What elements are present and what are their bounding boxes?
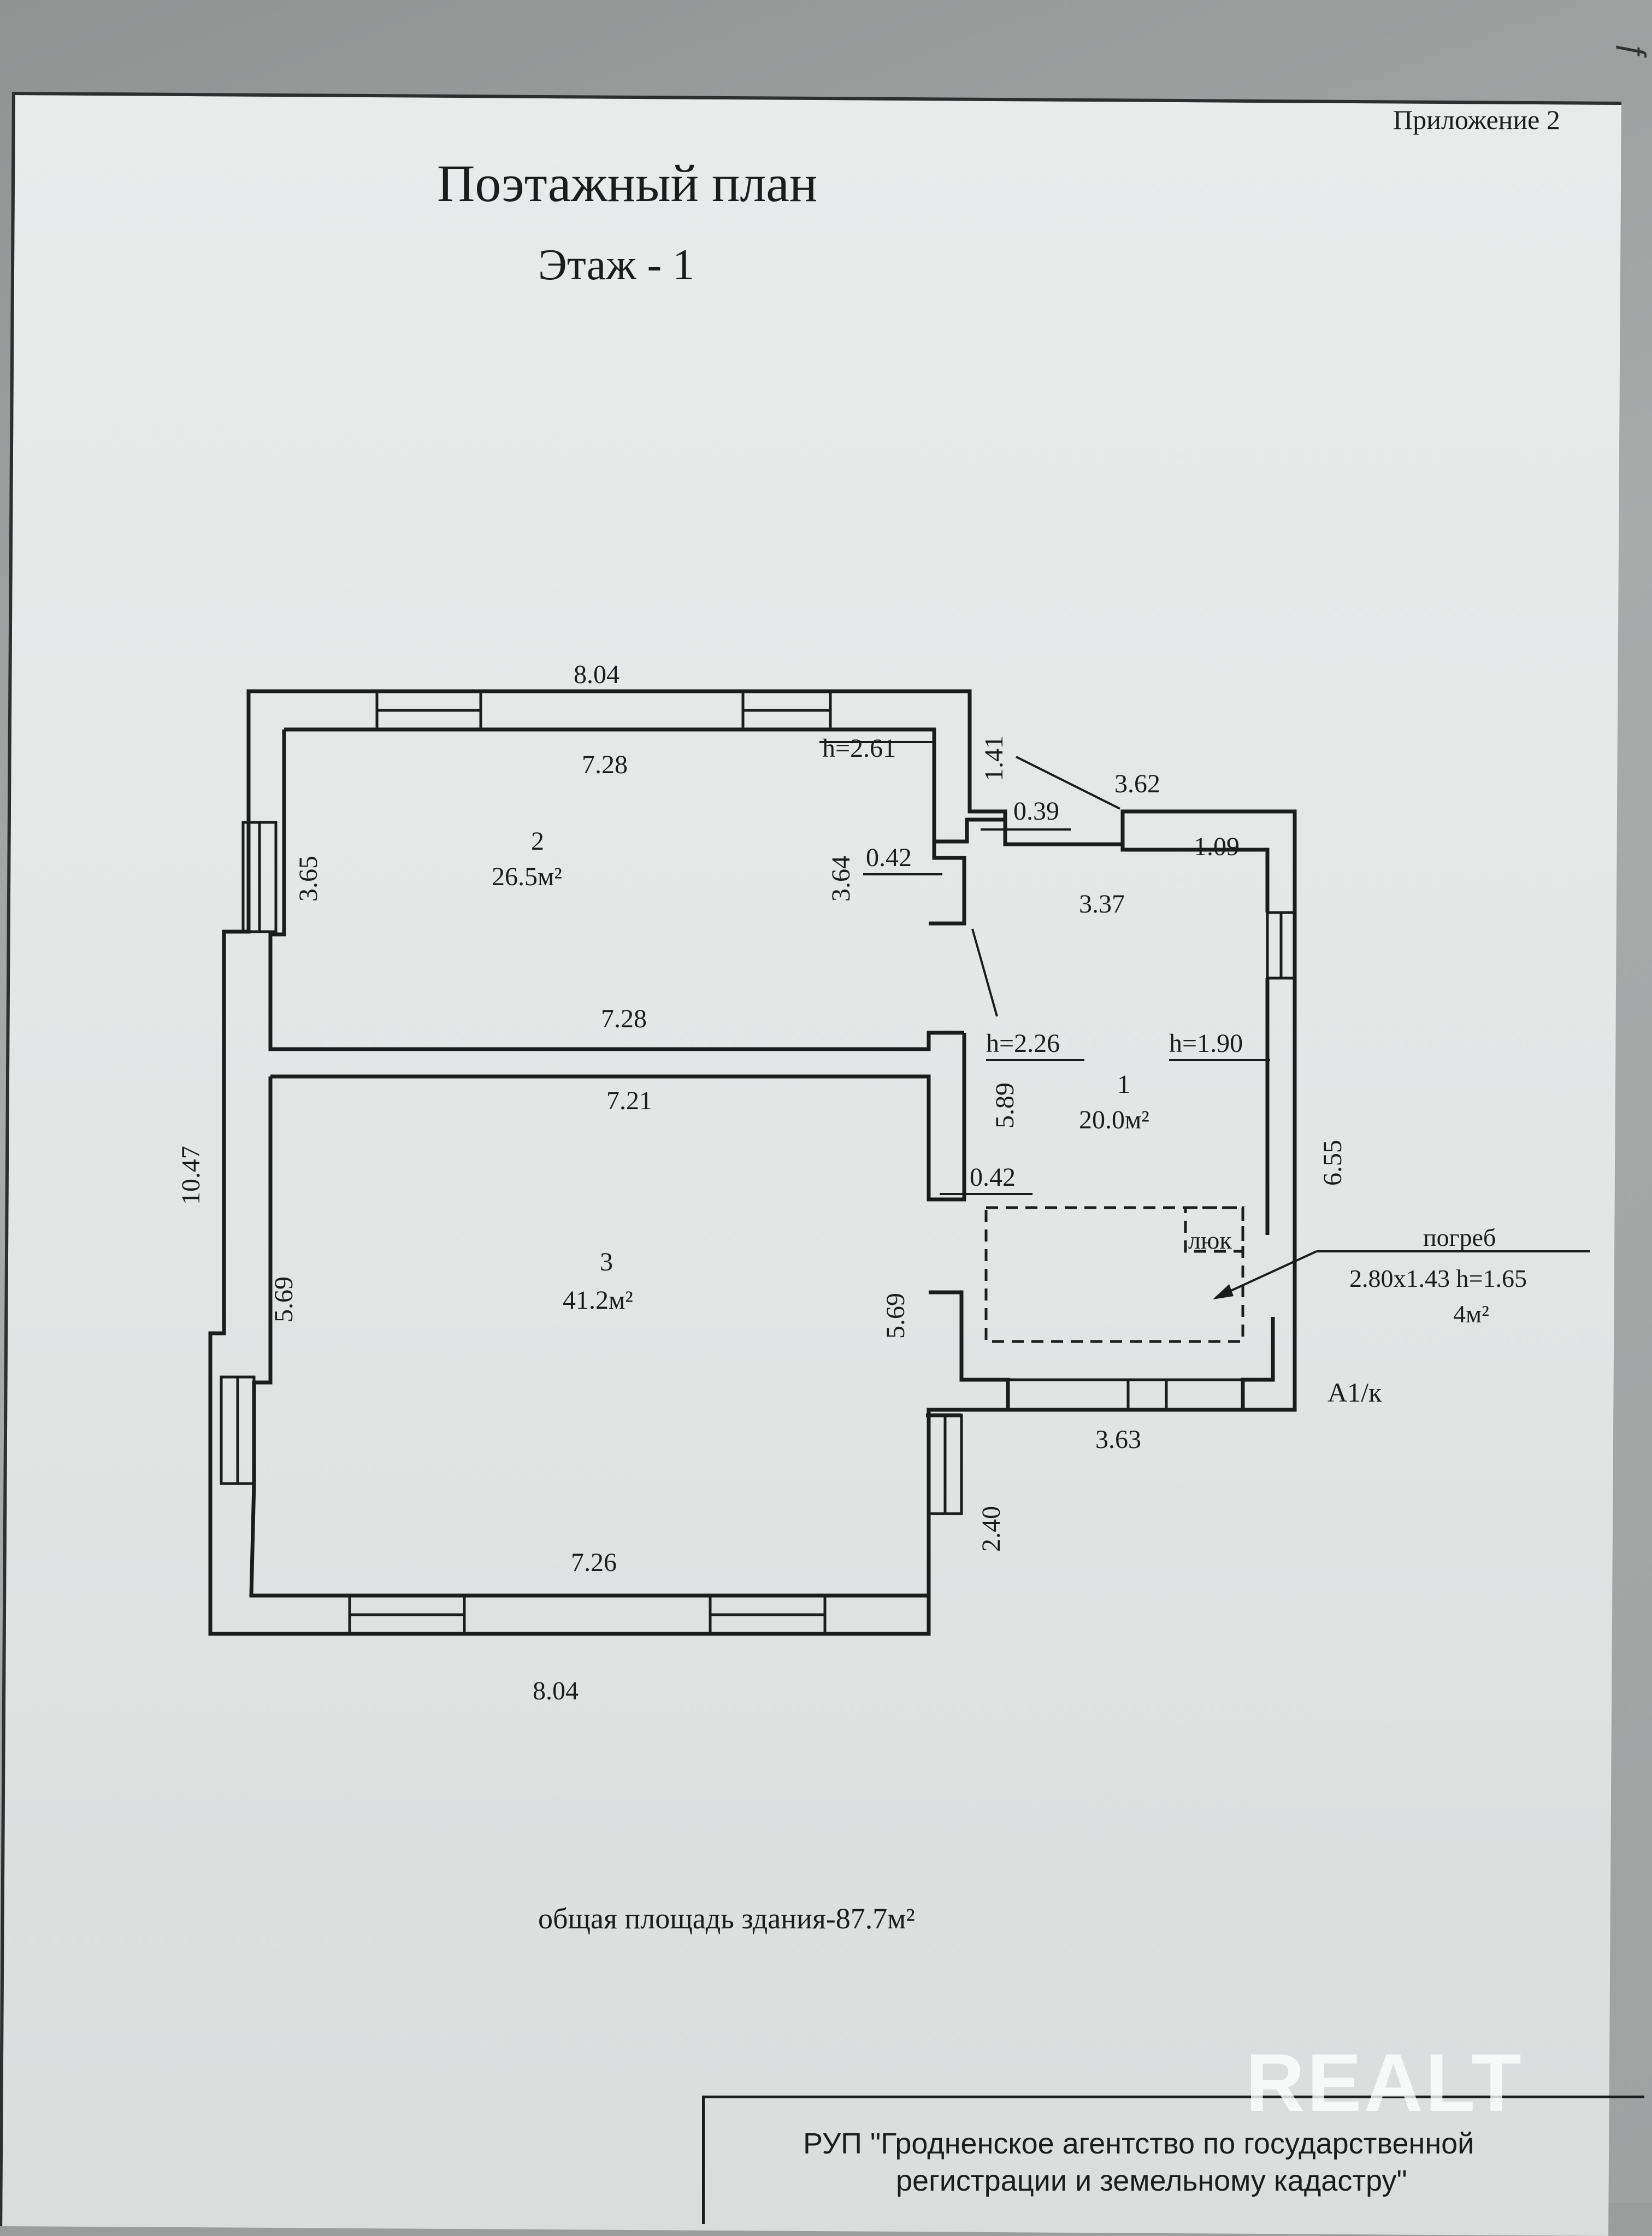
hatch-label: люк xyxy=(1188,1226,1232,1254)
cellar-size: 2.80x1.43 h=1.65 xyxy=(1349,1264,1527,1292)
windows xyxy=(220,690,1296,1635)
dim-room1-inner-top: 1.09 xyxy=(1194,832,1240,861)
dim-room3-top: 7.21 xyxy=(606,1086,652,1115)
hatch-outline xyxy=(1184,1206,1244,1253)
cellar-outline xyxy=(984,1206,1244,1343)
dim-room2-left: 3.65 xyxy=(294,856,323,902)
room1-number: 1 xyxy=(1117,1070,1130,1099)
realt-watermark-logo: REALT xyxy=(1246,2037,1524,2128)
dim-outer-top: 8.04 xyxy=(574,660,620,689)
organization-line-1: РУП "Гродненское агентство по государств… xyxy=(803,2127,1474,2160)
total-area: общая площадь здания-87.7м² xyxy=(538,1902,915,1935)
room1-inner-wall xyxy=(1120,844,1275,1410)
dim-room3-right: 5.69 xyxy=(881,1293,910,1339)
room-labels: 2 26.5м² 1 20.0м² 3 41.2м² xyxy=(492,827,1149,1315)
room3-number: 3 xyxy=(600,1248,613,1276)
appendix-label: Приложение 2 xyxy=(1393,104,1560,135)
dim-room1-right: 6.55 xyxy=(1318,1140,1347,1186)
window xyxy=(1006,1378,1244,1411)
dim-room1-top: 3.62 xyxy=(1114,769,1160,798)
dim-room2-right: 3.64 xyxy=(827,856,856,902)
leader-lines xyxy=(819,741,1590,1299)
room2-number: 2 xyxy=(531,827,544,856)
room3-inner-wall xyxy=(249,1033,1010,1598)
cellar-labels: люк погреб 2.80x1.43 h=1.65 4м² А1/к xyxy=(1188,1223,1527,1408)
dim-room2-bottom: 7.28 xyxy=(601,1004,647,1033)
dim-step-1-41: 1.41 xyxy=(980,735,1008,781)
dim-room1-height: h=1.90 xyxy=(1169,1029,1243,1058)
dim-room1-mid: 3.37 xyxy=(1079,890,1125,919)
floor-label: Этаж - 1 xyxy=(538,241,695,289)
dim-step-0-39: 0.39 xyxy=(1013,797,1059,826)
cellar-area: 4м² xyxy=(1453,1300,1489,1328)
cellar-label: погреб xyxy=(1423,1223,1496,1251)
document-title: Поэтажный план xyxy=(437,154,818,213)
dim-room2-height: h=2.61 xyxy=(822,734,896,763)
organization-line-2: регистрации и земельному кадастру" xyxy=(896,2164,1407,2197)
organization-stamp-frame xyxy=(702,2096,1644,2224)
window xyxy=(1126,1378,1168,1411)
room2-area: 26.5м² xyxy=(492,862,562,891)
room2-inner-wall xyxy=(268,727,1005,1051)
dim-room1-bottom: 3.63 xyxy=(1095,1425,1141,1454)
building-letter: А1/к xyxy=(1328,1377,1382,1408)
dim-wall-0-42-lower: 0.42 xyxy=(970,1163,1016,1192)
dim-room1-left: 5.89 xyxy=(990,1082,1019,1128)
leader-arrow xyxy=(1213,1284,1234,1299)
dim-outer-left: 10.47 xyxy=(176,1146,205,1205)
outer-wall xyxy=(208,689,1297,1636)
room3-area: 41.2м² xyxy=(563,1286,633,1315)
dim-room3-bottom: 7.26 xyxy=(571,1548,617,1577)
walls xyxy=(208,689,1590,1636)
dimension-labels: 8.04 7.28 h=2.61 1.41 3.62 0.39 1.09 3.6… xyxy=(176,660,1347,1705)
room1-area: 20.0м² xyxy=(1079,1105,1149,1134)
dim-room2-top: 7.28 xyxy=(582,750,628,779)
dim-wall-0-42-upper: 0.42 xyxy=(866,843,912,872)
dim-door-height: h=2.26 xyxy=(986,1029,1060,1058)
dim-room3-step: 2.40 xyxy=(977,1506,1006,1552)
dim-room3-left: 5.69 xyxy=(269,1276,298,1322)
dim-outer-bottom: 8.04 xyxy=(533,1676,579,1705)
